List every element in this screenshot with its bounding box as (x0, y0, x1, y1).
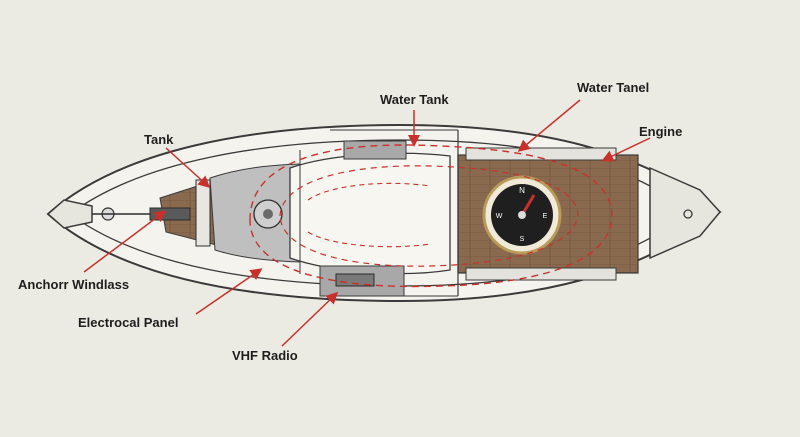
label-water-tanel: Water Tanel (577, 80, 650, 95)
label-engine: Engine (639, 124, 683, 139)
flow-path-inner (279, 165, 579, 267)
compass-hub (518, 211, 526, 219)
stern (649, 166, 721, 260)
compass-south: S (520, 236, 525, 243)
label-anchor-windlass: Anchorr Windlass (18, 277, 130, 292)
arrow-tank (165, 147, 211, 189)
arrow-water-tanel (517, 99, 581, 152)
stern-fitting (683, 209, 693, 219)
winch-core (263, 209, 273, 219)
label-vhf-radio: VHF Radio (232, 348, 298, 363)
water-tank-top (343, 140, 407, 160)
compass-east: E (543, 213, 548, 220)
flow-path-outer (249, 144, 613, 288)
cockpit-seat-bottom (465, 267, 617, 281)
cabin-roof (289, 152, 451, 275)
tank-hatch (195, 179, 211, 247)
flow-path-cabin (307, 182, 431, 248)
arrow-anchor-windlass (83, 210, 167, 273)
arrow-electrical-panel (195, 268, 263, 315)
arrow-vhf-radio (281, 291, 339, 347)
label-tank: Tank (144, 132, 174, 147)
compass-west: W (496, 213, 503, 220)
label-water-tank: Water Tank (380, 92, 449, 107)
arrow-engine (601, 137, 651, 162)
label-electrical-panel: Electrocal Panel (78, 315, 179, 330)
compass-north: N (519, 186, 525, 195)
bow-tip (46, 199, 93, 229)
